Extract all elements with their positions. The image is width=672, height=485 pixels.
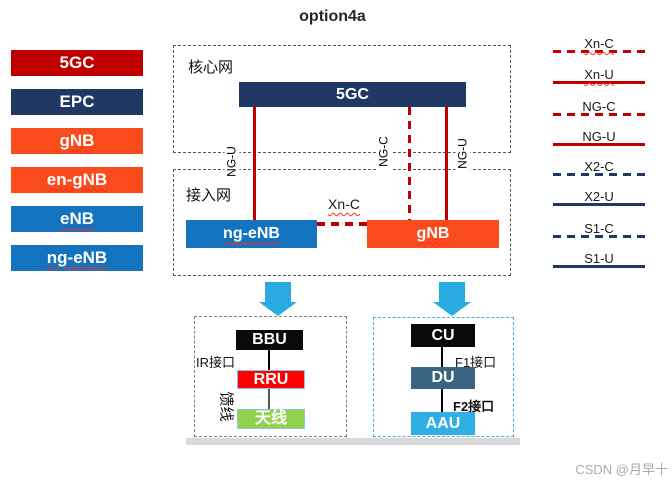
sidebar-item-enb: eNB bbox=[11, 206, 143, 232]
link-ng-u-left bbox=[253, 107, 256, 220]
rru-box: RRU bbox=[237, 370, 305, 389]
link-ng-u-right bbox=[445, 107, 448, 220]
legend-line-ng-u bbox=[553, 143, 645, 146]
down-arrow-left-icon bbox=[259, 282, 297, 316]
legend-item-xn-u: Xn-U bbox=[553, 67, 645, 87]
legend-line-s1-c bbox=[553, 235, 645, 238]
bbu-rru-group bbox=[194, 316, 347, 437]
link-label-ng-u-right: NG-U bbox=[455, 131, 471, 176]
aau-box: AAU bbox=[411, 412, 475, 435]
legend-line-s1-u bbox=[553, 265, 645, 268]
legend-item-x2-c: X2-C bbox=[553, 159, 645, 179]
legend-item-ng-u: NG-U bbox=[553, 129, 645, 149]
node-5gc: 5GC bbox=[239, 82, 466, 107]
legend-item-s1-c: S1-C bbox=[553, 221, 645, 241]
node-ng-enb: ng-eNB bbox=[186, 220, 317, 248]
cu-du-aau-group bbox=[373, 317, 514, 437]
sidebar-item-en-gnb: en-gNB bbox=[11, 167, 143, 193]
down-arrow-right-icon bbox=[433, 282, 471, 316]
link-ng-c bbox=[408, 107, 411, 220]
legend-line-x2-u bbox=[553, 203, 645, 206]
cu-box: CU bbox=[411, 324, 475, 347]
legend-item-s1-u: S1-U bbox=[553, 251, 645, 271]
cu-du-connector bbox=[441, 347, 443, 367]
legend-line-xn-u bbox=[553, 81, 645, 84]
link-label-ng-c: NG-C bbox=[376, 129, 392, 174]
interface-label-ir: IR接口 bbox=[196, 355, 236, 370]
access-network-label: 接入网 bbox=[186, 187, 232, 204]
sidebar-item-gnb: gNB bbox=[11, 128, 143, 154]
watermark: CSDN @月早十 bbox=[575, 462, 668, 477]
node-gnb: gNB bbox=[367, 220, 499, 248]
sidebar-item-5gc: 5GC bbox=[11, 50, 143, 76]
sidebar-item-epc: EPC bbox=[11, 89, 143, 115]
diagram-title: option4a bbox=[299, 8, 366, 25]
interface-label-f1: F1接口 bbox=[455, 355, 497, 370]
core-network-group bbox=[173, 45, 511, 153]
du-box: DU bbox=[411, 367, 475, 389]
link-label-xn-c: Xn-C bbox=[328, 196, 360, 212]
antenna-box: 天线 bbox=[237, 409, 305, 429]
rru-antenna-connector bbox=[268, 389, 270, 409]
ground-bar bbox=[186, 438, 520, 445]
legend-item-x2-u: X2-U bbox=[553, 189, 645, 209]
legend-line-xn-c bbox=[553, 50, 645, 53]
core-network-label: 核心网 bbox=[188, 59, 234, 76]
link-xn-c bbox=[317, 222, 367, 226]
feeder-label: 馈线 bbox=[217, 391, 235, 422]
legend-item-ng-c: NG-C bbox=[553, 99, 645, 119]
link-label-ng-u-left: NG-U bbox=[224, 139, 240, 184]
access-network-group bbox=[173, 169, 511, 276]
legend-line-ng-c bbox=[553, 113, 645, 116]
sidebar-item-ng-enb: ng-eNB bbox=[11, 245, 143, 271]
interface-label-f2: F2接口 bbox=[453, 399, 495, 414]
legend-line-x2-c bbox=[553, 173, 645, 176]
du-aau-connector bbox=[441, 389, 443, 412]
bbu-box: BBU bbox=[236, 330, 303, 350]
bbu-rru-connector bbox=[268, 350, 270, 370]
legend-item-xn-c: Xn-C bbox=[553, 36, 645, 56]
